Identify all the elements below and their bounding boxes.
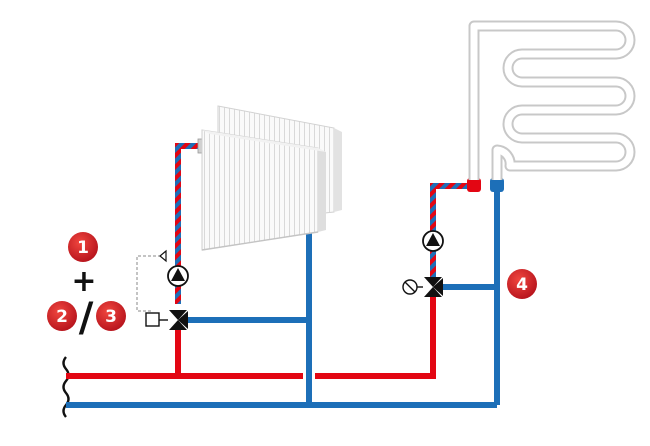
- wall-break-icon: [62, 356, 70, 418]
- three-way-mixing-valve-icon: [159, 310, 188, 330]
- mixed-supply-top-floor: [430, 183, 472, 189]
- pump-icon: [167, 265, 189, 287]
- badge-1: 1: [68, 232, 98, 262]
- badge-2-label: 2: [56, 307, 68, 327]
- slash-symbol: /: [79, 295, 94, 341]
- floor-heating-circuit: [430, 178, 504, 405]
- radiator-icon: [201, 105, 342, 251]
- radiator-circuit: [136, 138, 312, 405]
- mixed-supply-top-radiator: [175, 143, 201, 149]
- badge-4: 4: [507, 269, 537, 299]
- floor-heating-coil-icon: [468, 20, 636, 180]
- mixed-supply-riser-radiator: [175, 146, 181, 304]
- actuator-icon: [145, 312, 160, 327]
- plus-symbol: +: [71, 264, 96, 299]
- sensor-dashed-line: [136, 255, 166, 312]
- badge-3-label: 3: [105, 307, 117, 327]
- badge-3: 3: [96, 301, 126, 331]
- supply-connector: [467, 178, 481, 192]
- three-way-mixing-valve-icon: [417, 277, 443, 297]
- badge-2: 2: [47, 301, 77, 331]
- badge-4-label: 4: [516, 275, 528, 295]
- return-connector: [490, 178, 504, 192]
- thermostat-sensor-icon: [159, 249, 167, 263]
- actuator-icon: [402, 279, 418, 295]
- badge-1-label: 1: [77, 238, 89, 258]
- pump-icon: [422, 230, 444, 252]
